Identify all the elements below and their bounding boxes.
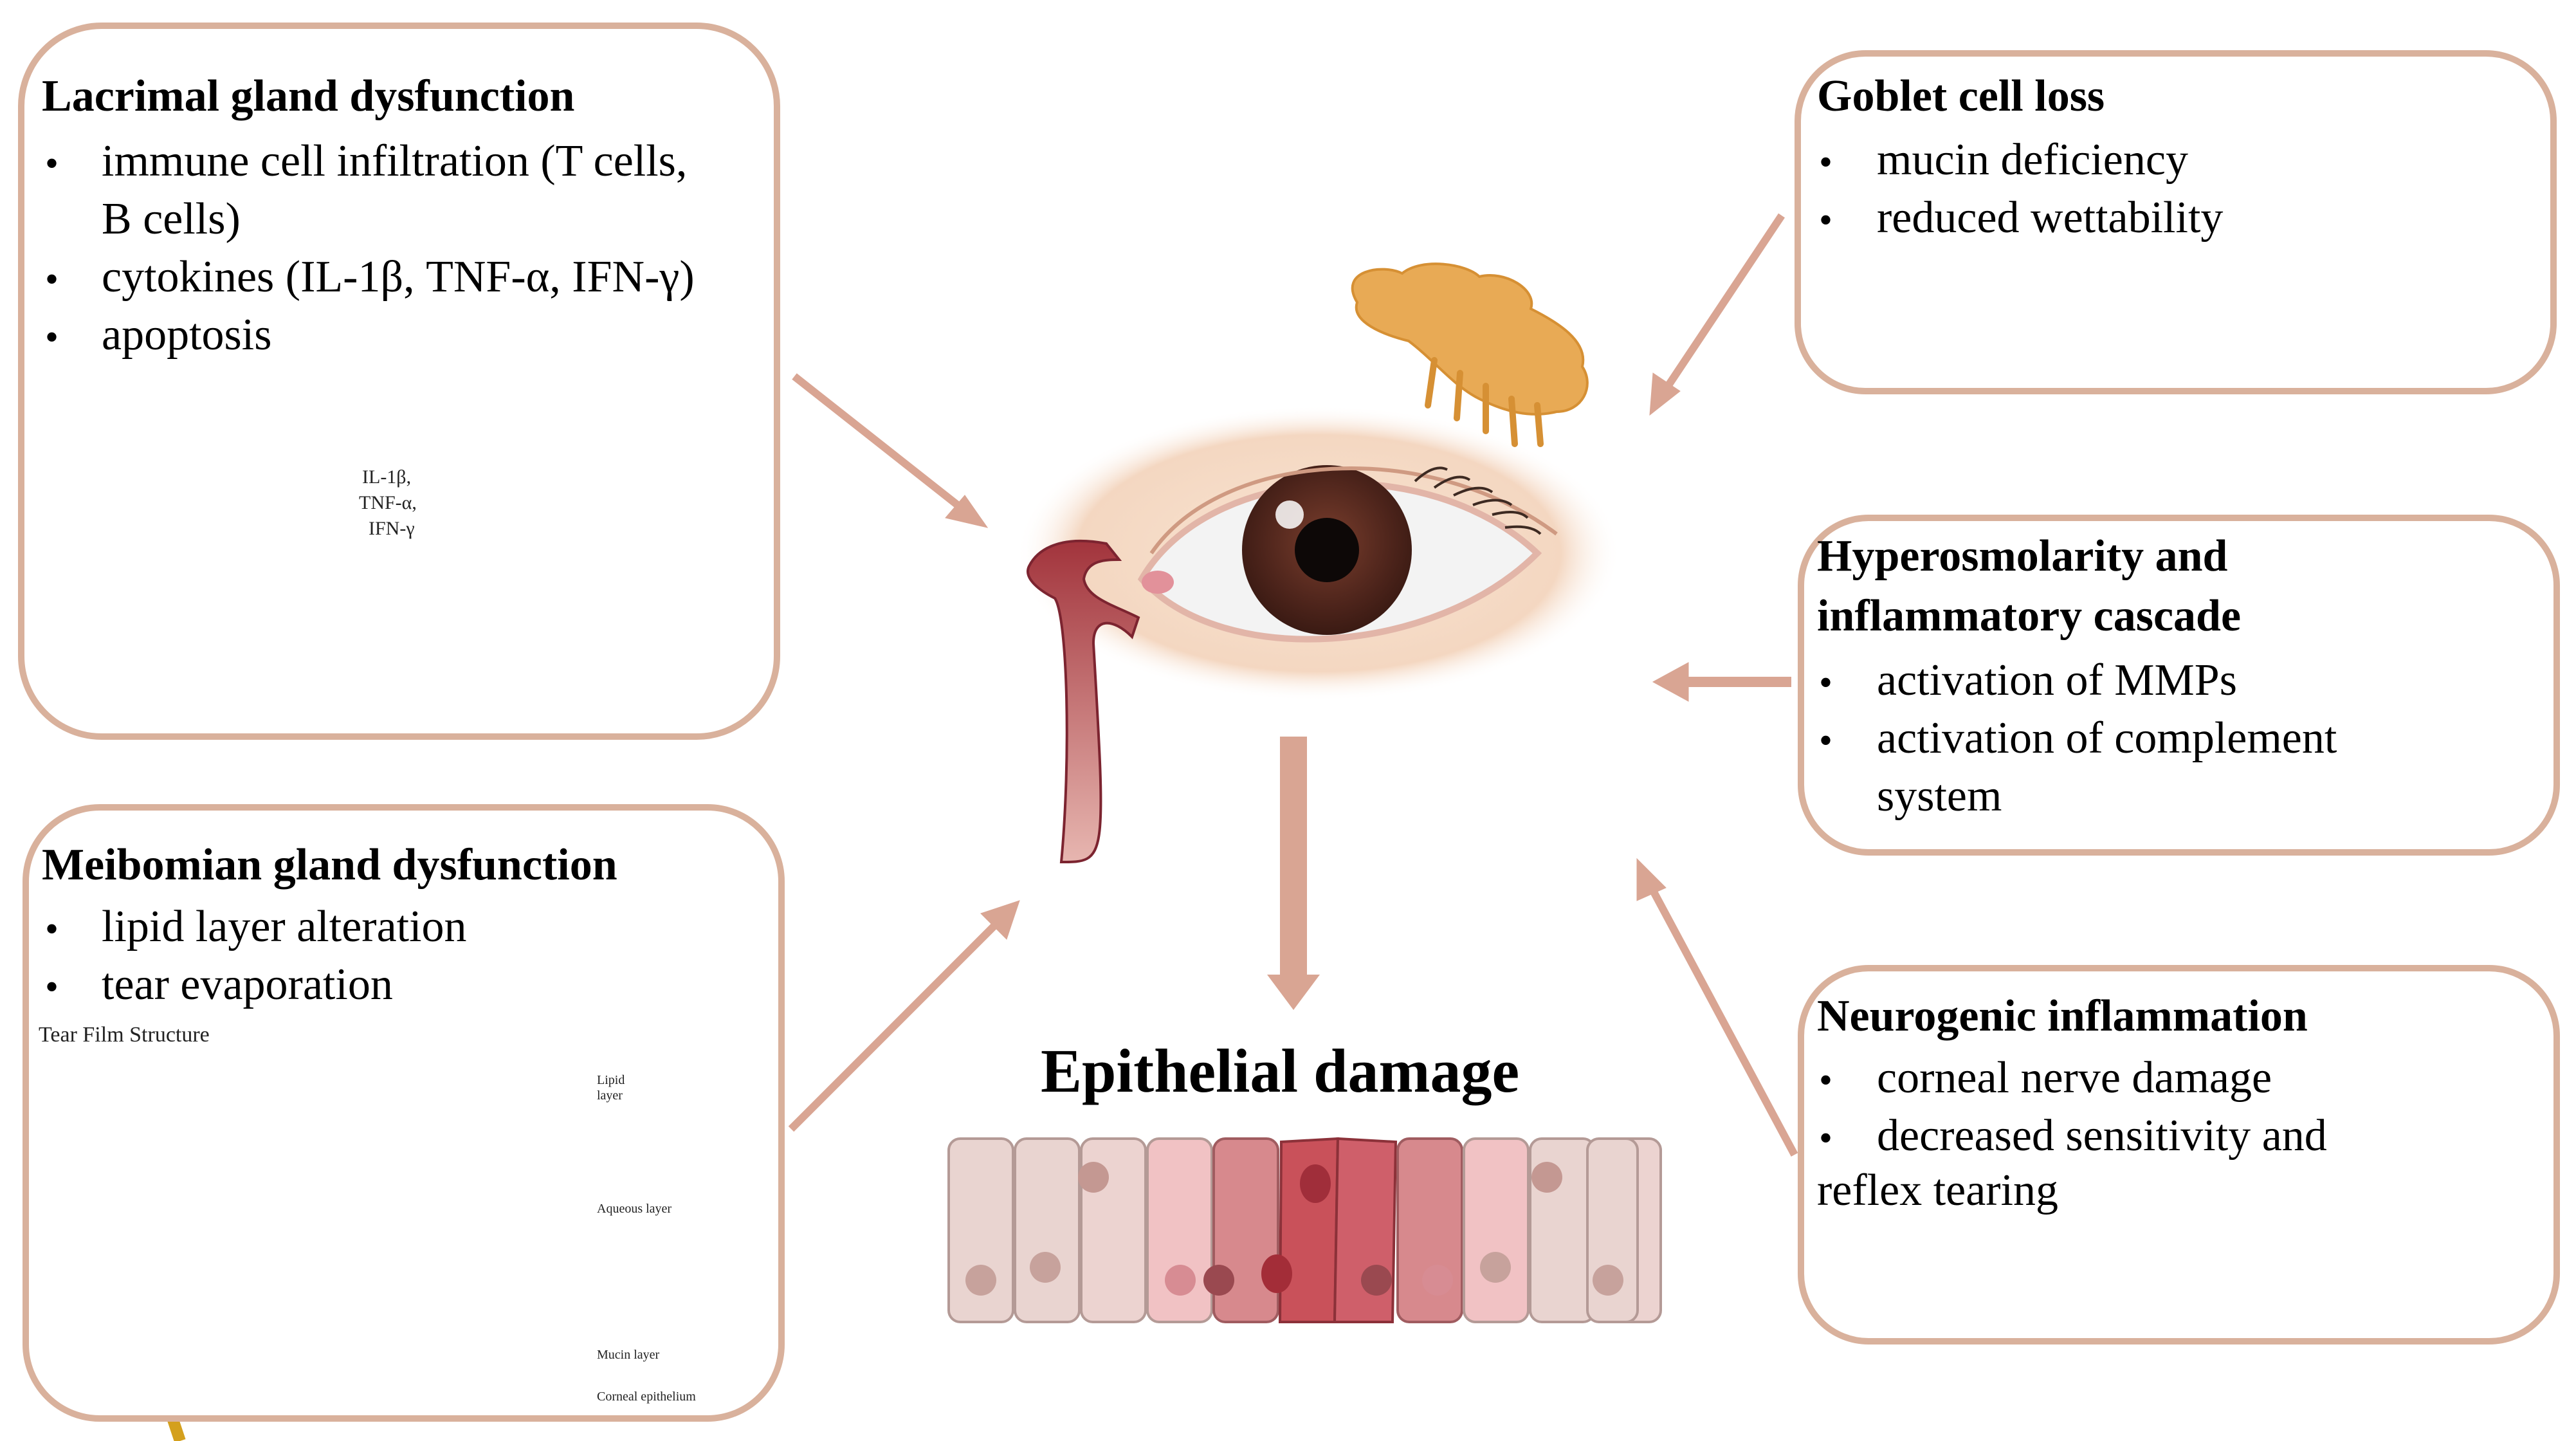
- hyper-bullet-2b: system: [1877, 771, 2002, 821]
- aqueous-layer-label: Aqueous layer: [597, 1202, 672, 1216]
- arrow-hyper-to-eye: [1652, 662, 1791, 702]
- bullet-marker: •: [45, 316, 59, 358]
- lacrimal-bullet-1: immune cell infiltration (T cells,: [102, 136, 688, 186]
- hyper-title-line2: inflammatory cascade: [1817, 591, 2242, 641]
- neuro-bullet-2b: reflex tearing: [1817, 1166, 2059, 1215]
- eye-illustration: [1016, 262, 1621, 864]
- arrow-lacrimal-to-eye: [792, 373, 989, 528]
- bullet-marker: •: [45, 258, 59, 300]
- neuro-title: Neurogenic inflammation: [1817, 991, 2308, 1041]
- panel-meibomian: [23, 804, 785, 1422]
- b-cell-label: B cell: [198, 400, 244, 421]
- panel-neuro: [1798, 965, 2560, 1345]
- bullet-marker: •: [45, 142, 59, 185]
- lacrimal-gland-shape: [1351, 262, 1589, 447]
- cytokine-label-3: IFN-γ: [369, 518, 415, 539]
- arrow-neuro-to-eye: [1636, 858, 1798, 1157]
- meibomian-bullet-1: lipid layer alteration: [102, 902, 467, 951]
- panel-lacrimal: [18, 23, 780, 740]
- hyper-bullet-2: activation of complement: [1877, 713, 2337, 763]
- arrow-eye-to-damage: [1267, 737, 1320, 1010]
- bullet-marker: •: [1819, 199, 1833, 241]
- dc-label: DC: [515, 317, 542, 338]
- lacrimal-bullet-3: apoptosis: [102, 310, 272, 360]
- panel-goblet: [1795, 50, 2557, 394]
- goblet-title: Goblet cell loss: [1817, 71, 2105, 121]
- meibomian-bullet-2: tear evaporation: [102, 960, 393, 1009]
- lipid-layer-label-1: Lipid: [597, 1073, 625, 1087]
- hyper-title-line1: Hyperosmolarity and: [1817, 531, 2228, 581]
- arrow-meibomian-to-eye: [788, 900, 1020, 1132]
- bullet-marker: •: [1819, 661, 1833, 704]
- hyper-bullet-1: activation of MMPs: [1877, 656, 2237, 705]
- t-cell-label: T cell: [352, 315, 397, 336]
- neuro-bullet-1: corneal nerve damage: [1877, 1053, 2272, 1103]
- bullet-marker: •: [1819, 141, 1833, 183]
- bullet-marker: •: [1819, 1117, 1833, 1159]
- goblet-bullet-2: reduced wettability: [1877, 193, 2224, 243]
- epithelium-illustration: [947, 1137, 1662, 1323]
- corneal-epithelium-label: Corneal epithelium: [597, 1390, 696, 1404]
- bullet-marker: •: [45, 908, 59, 950]
- neuro-bullet-2: decreased sensitivity and: [1877, 1111, 2327, 1161]
- panel-hyper: [1798, 515, 2560, 856]
- mucin-layer-label: Mucin layer: [597, 1348, 660, 1362]
- lacrimal-bullet-1b: B cells): [102, 194, 241, 244]
- lipid-layer-label-2: layer: [597, 1088, 623, 1103]
- lacrimal-title: Lacrimal gland dysfunction: [42, 71, 575, 121]
- goblet-bullet-1: mucin deficiency: [1877, 135, 2188, 185]
- cytokine-label-1: IL-1β,: [362, 466, 412, 488]
- meibomian-title: Meibomian gland dysfunction: [42, 840, 617, 890]
- epithelial-damage-title: Epithelial damage: [1041, 1036, 1520, 1105]
- mc-label: MC: [569, 431, 599, 452]
- tear-film-title: Tear Film Structure: [39, 1023, 210, 1047]
- arrow-eye-to-goblet: [1649, 213, 1785, 416]
- lacrimal-bullet-2: cytokines (IL-1β, TNF-α, IFN-γ): [102, 252, 695, 302]
- bullet-marker: •: [1819, 1059, 1833, 1101]
- cytokine-label-2: TNF-α,: [359, 492, 417, 513]
- bullet-marker: •: [45, 966, 59, 1008]
- bullet-marker: •: [1819, 719, 1833, 762]
